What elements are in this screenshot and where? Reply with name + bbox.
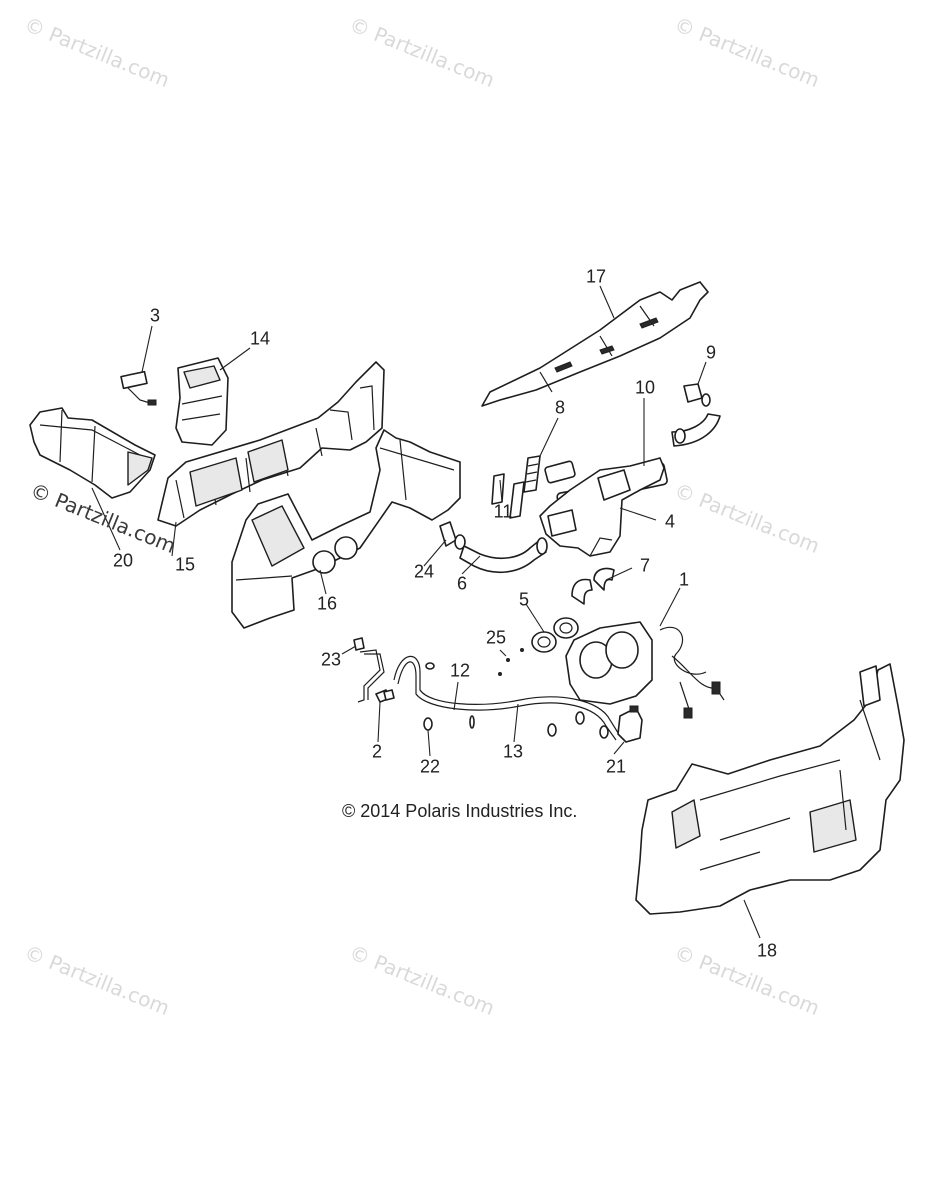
- part-20-duct: [29, 407, 156, 499]
- callout-5: 5: [518, 589, 530, 610]
- callout-15: 15: [174, 554, 196, 575]
- part-18-lower-shroud: [635, 663, 905, 915]
- part-9-fitting: [683, 383, 711, 407]
- callout-1: 1: [678, 569, 690, 590]
- part-21-bottle: [617, 705, 643, 743]
- callout-3: 3: [149, 305, 161, 326]
- callout-13: 13: [502, 741, 524, 762]
- leader-lines: [91, 285, 761, 939]
- callout-17: 17: [585, 266, 607, 287]
- part-1-blower: [565, 621, 725, 719]
- part-16-dash-frame: [231, 429, 461, 629]
- part-4-heater-box: [539, 457, 665, 557]
- callout-7: 7: [639, 555, 651, 576]
- hose-upper: [671, 413, 721, 447]
- part-7-elbows: [571, 567, 615, 605]
- small-clips: [353, 637, 609, 739]
- callout-21: 21: [605, 756, 627, 777]
- copyright-notice: © 2014 Polaris Industries Inc.: [342, 801, 578, 821]
- callout-11: 11: [493, 501, 513, 522]
- callout-20: 20: [112, 550, 134, 571]
- callout-6: 6: [456, 573, 468, 594]
- callout-10: 10: [634, 377, 656, 398]
- part-14-bezel: [175, 357, 229, 446]
- callout-22: 22: [419, 756, 441, 777]
- part-12-13-tubes: [357, 649, 621, 741]
- part-24-fitting: [439, 521, 466, 550]
- part-11-vent: [491, 473, 525, 519]
- part-6-hose: [459, 537, 548, 574]
- callout-24: 24: [413, 561, 435, 582]
- callout-18: 18: [756, 940, 778, 961]
- callout-9: 9: [705, 342, 717, 363]
- callout-25: 25: [485, 627, 507, 648]
- callout-16: 16: [316, 593, 338, 614]
- callout-4: 4: [664, 511, 676, 532]
- part-3-switch: [120, 370, 157, 406]
- callout-12: 12: [449, 660, 471, 681]
- callout-2: 2: [371, 741, 383, 762]
- callout-8: 8: [554, 397, 566, 418]
- part-17-top-cover: [481, 281, 709, 407]
- callout-23: 23: [320, 649, 342, 670]
- part-15-dash-panel: [157, 361, 385, 527]
- callout-14: 14: [249, 328, 271, 349]
